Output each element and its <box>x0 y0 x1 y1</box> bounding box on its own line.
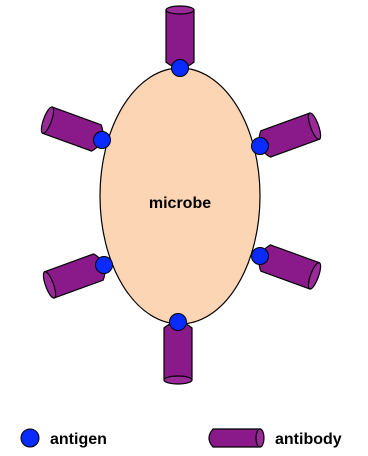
antigen-top <box>172 60 189 77</box>
legend-antigen-label: antigen <box>50 431 107 448</box>
antibody-top <box>166 6 194 68</box>
antibody-bottom <box>164 322 192 384</box>
antigen-bottom <box>170 314 187 331</box>
antigen-upper-left <box>94 132 111 149</box>
antigen-lower-left <box>96 257 113 274</box>
antigen-upper-right <box>252 138 269 155</box>
antigen-lower-right <box>252 248 269 265</box>
microbe-label: microbe <box>149 195 211 212</box>
legend-antibody-icon <box>209 429 264 447</box>
legend-antigen-icon <box>21 429 39 447</box>
legend: antigen antibody <box>21 429 342 448</box>
legend-antibody-label: antibody <box>275 431 342 448</box>
